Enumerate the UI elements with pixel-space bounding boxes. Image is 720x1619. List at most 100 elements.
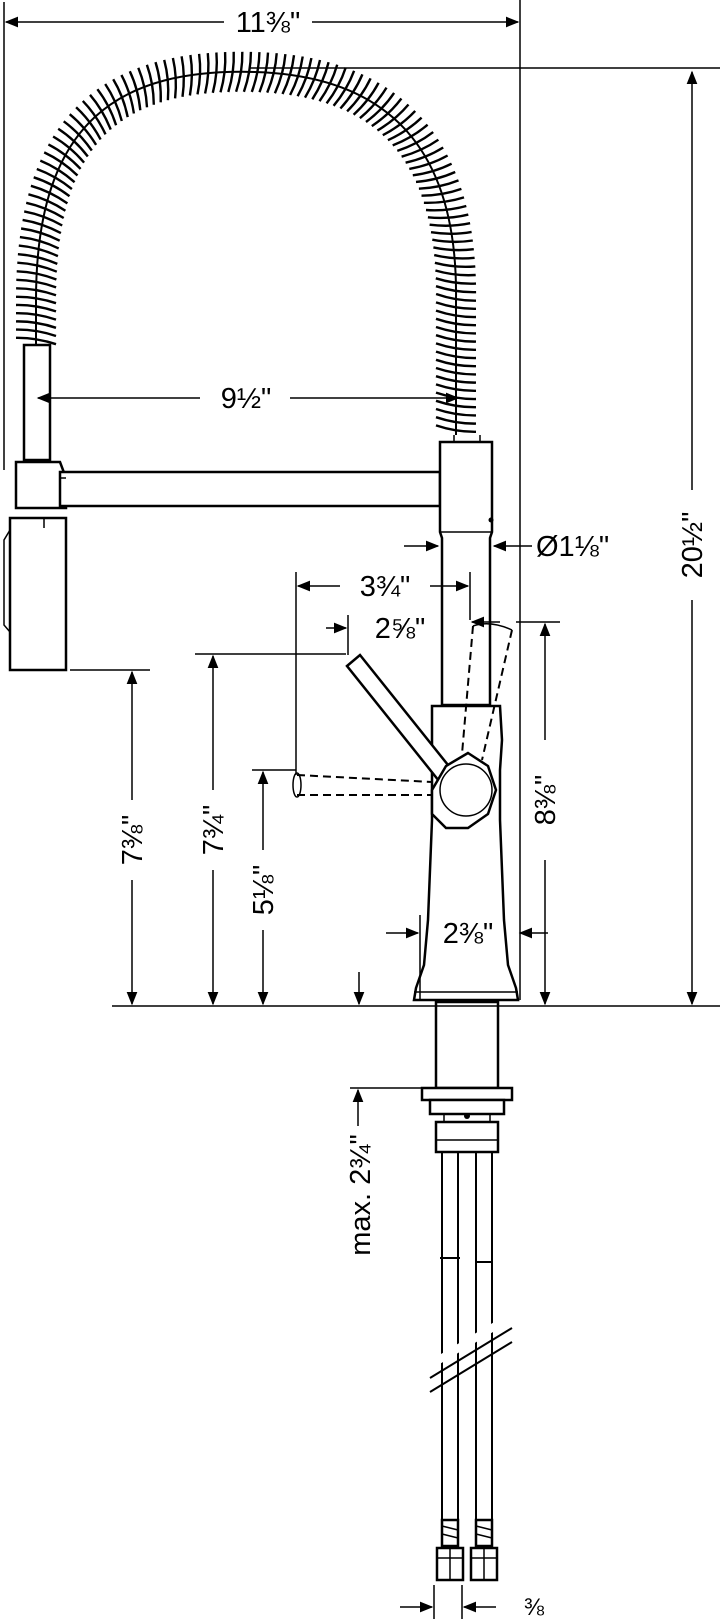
coil-winding bbox=[409, 154, 449, 171]
coil-winding bbox=[435, 366, 477, 376]
coil-winding bbox=[376, 103, 410, 132]
coil-winding bbox=[435, 277, 477, 285]
coil-winding bbox=[15, 295, 57, 305]
coil-winding bbox=[435, 285, 477, 294]
coil-winding bbox=[392, 123, 429, 147]
coil-winding bbox=[15, 336, 57, 346]
coil-winding bbox=[421, 187, 462, 197]
coil-winding bbox=[325, 67, 347, 105]
coil-winding bbox=[19, 235, 60, 250]
coil-winding bbox=[16, 270, 57, 281]
coil-winding bbox=[332, 70, 356, 107]
coil-winding bbox=[435, 301, 477, 311]
handle-reach-front-label: 2⅝" bbox=[375, 613, 426, 645]
coil-winding bbox=[171, 57, 178, 99]
coil-winding bbox=[15, 328, 57, 338]
coil-winding bbox=[145, 64, 155, 105]
coil-winding bbox=[415, 170, 456, 184]
coil-winding bbox=[429, 222, 471, 227]
coil-winding bbox=[289, 56, 304, 96]
coil-winding bbox=[435, 309, 477, 319]
break-symbol bbox=[429, 1327, 513, 1393]
coil-winding bbox=[234, 51, 244, 93]
spray-button bbox=[3, 529, 11, 633]
coil-winding bbox=[47, 143, 82, 170]
coil-winding bbox=[435, 342, 477, 352]
coil-winding bbox=[387, 116, 423, 142]
coil-winding bbox=[15, 320, 57, 329]
coil-winding bbox=[154, 61, 162, 103]
coil-winding bbox=[33, 176, 71, 198]
coil-winding bbox=[266, 53, 278, 94]
coil-winding bbox=[427, 213, 469, 220]
coil-winding bbox=[81, 100, 107, 135]
coil-winding bbox=[15, 303, 57, 313]
coil-winding bbox=[296, 57, 313, 97]
coil-winding bbox=[433, 246, 474, 252]
coil-winding bbox=[57, 127, 89, 158]
coil-winding bbox=[433, 253, 475, 260]
coil-winding bbox=[435, 269, 476, 277]
coil-winding bbox=[359, 86, 388, 120]
coil-winding bbox=[435, 350, 477, 360]
overall-width-label: 11⅜" bbox=[236, 7, 301, 39]
mounting-washer bbox=[420, 1086, 514, 1102]
coil-winding bbox=[30, 184, 69, 205]
coil-winding bbox=[137, 67, 149, 108]
coil-winding bbox=[180, 56, 185, 97]
coil-winding bbox=[435, 317, 477, 327]
coil-winding bbox=[112, 78, 129, 118]
base-diameter-label: 2⅜" bbox=[443, 918, 494, 950]
coil-winding bbox=[62, 120, 93, 152]
mounting-nut bbox=[428, 1098, 506, 1116]
coil-winding bbox=[104, 83, 123, 122]
holder-arm bbox=[58, 470, 442, 508]
coil-winding bbox=[96, 88, 118, 126]
body-diameter-label: Ø1⅛" bbox=[536, 531, 609, 563]
coil-winding bbox=[423, 196, 465, 205]
coil-winding bbox=[346, 77, 372, 113]
coil-winding bbox=[39, 159, 76, 184]
dimension-lines bbox=[4, 16, 698, 1613]
coil-winding bbox=[120, 74, 136, 114]
coil-winding bbox=[188, 54, 194, 96]
coil-winding bbox=[434, 261, 476, 269]
coil-winding bbox=[430, 230, 472, 235]
handle-top-height-label: 7¾" bbox=[198, 805, 230, 856]
extension-lines bbox=[3, 0, 720, 1619]
max-deck-thickness-label: max. 2¾" bbox=[345, 1134, 377, 1256]
coil-winding bbox=[211, 52, 219, 94]
coil-winding bbox=[396, 131, 434, 153]
coil-winding bbox=[365, 92, 396, 123]
coil-winding bbox=[89, 94, 112, 131]
coil-winding bbox=[75, 106, 102, 141]
spout-reach-label: 9½" bbox=[221, 383, 272, 415]
coil-winding bbox=[25, 201, 65, 220]
coil-winding bbox=[311, 61, 330, 100]
mounting-shank bbox=[434, 1000, 500, 1090]
handle-clearance-height-label: 8⅜" bbox=[530, 775, 562, 826]
coil-winding bbox=[281, 55, 296, 95]
spray-head-height-label: 7⅜" bbox=[117, 815, 149, 866]
coil-winding bbox=[435, 383, 477, 393]
coil-winding bbox=[163, 59, 170, 101]
coil-winding bbox=[401, 138, 440, 158]
coil-winding bbox=[273, 53, 287, 94]
coil-winding bbox=[15, 311, 57, 321]
coil-winding bbox=[432, 238, 473, 244]
hose-tube bbox=[22, 343, 52, 462]
coil-winding bbox=[250, 52, 261, 93]
dimension-labels: 11⅜" 9½" 20½" Ø1⅛" 3¾" 2⅝" 7⅜" 7¾" 5⅛" 8… bbox=[117, 4, 709, 1619]
shank-sleeve bbox=[434, 1120, 500, 1154]
coil-winding bbox=[435, 334, 477, 343]
coil-winding bbox=[303, 59, 322, 99]
coil-winding bbox=[339, 73, 364, 110]
coil-winding bbox=[435, 407, 477, 417]
spray-head bbox=[8, 516, 68, 672]
coil-winding bbox=[435, 358, 477, 368]
coil-winding bbox=[435, 399, 477, 409]
coil-winding bbox=[435, 325, 477, 335]
coil-winding bbox=[371, 97, 403, 128]
coil-winding bbox=[52, 135, 86, 164]
